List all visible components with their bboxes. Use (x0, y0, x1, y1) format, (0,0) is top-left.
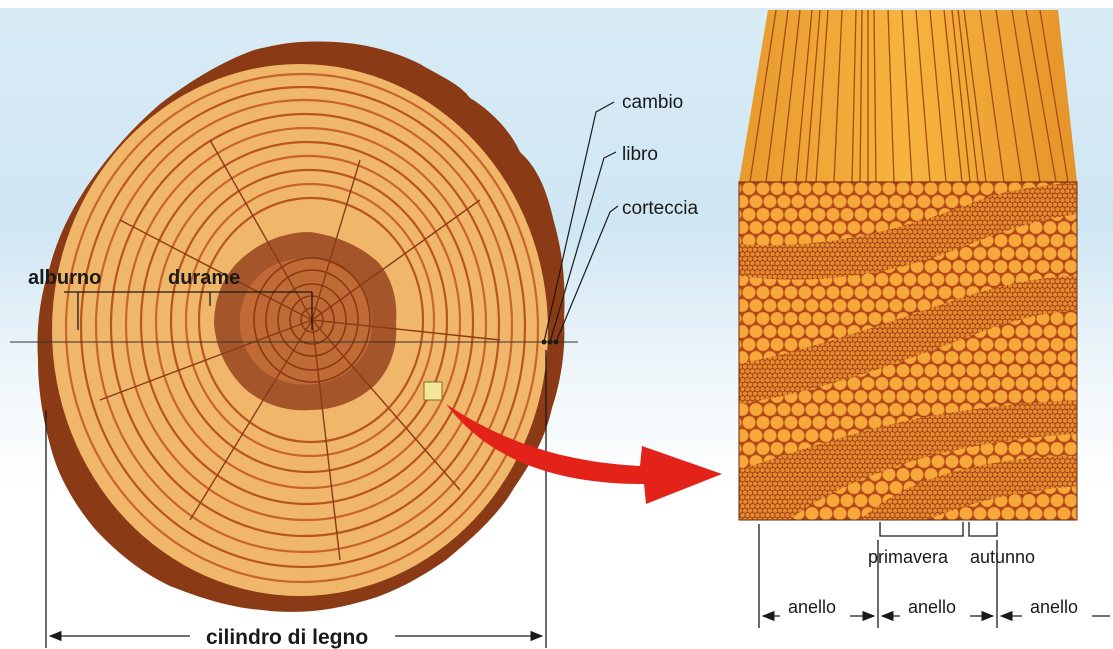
alburno-label: alburno (28, 267, 101, 289)
corteccia-label: corteccia (622, 198, 698, 219)
cilindro-label: cilindro di legno (206, 626, 368, 649)
autunno-label: autunno (970, 547, 1035, 567)
cross-section-face (739, 182, 1080, 520)
anello-label-1: anello (788, 597, 836, 617)
sample-square (424, 382, 442, 400)
magnified-wood-block (739, 10, 1080, 520)
cambio-label: cambio (622, 92, 683, 113)
durame-label: durame (168, 267, 240, 289)
primavera-label: primavera (868, 547, 949, 567)
anello-label-2: anello (908, 597, 956, 617)
anello-label-3: anello (1030, 597, 1078, 617)
libro-label: libro (622, 144, 658, 165)
